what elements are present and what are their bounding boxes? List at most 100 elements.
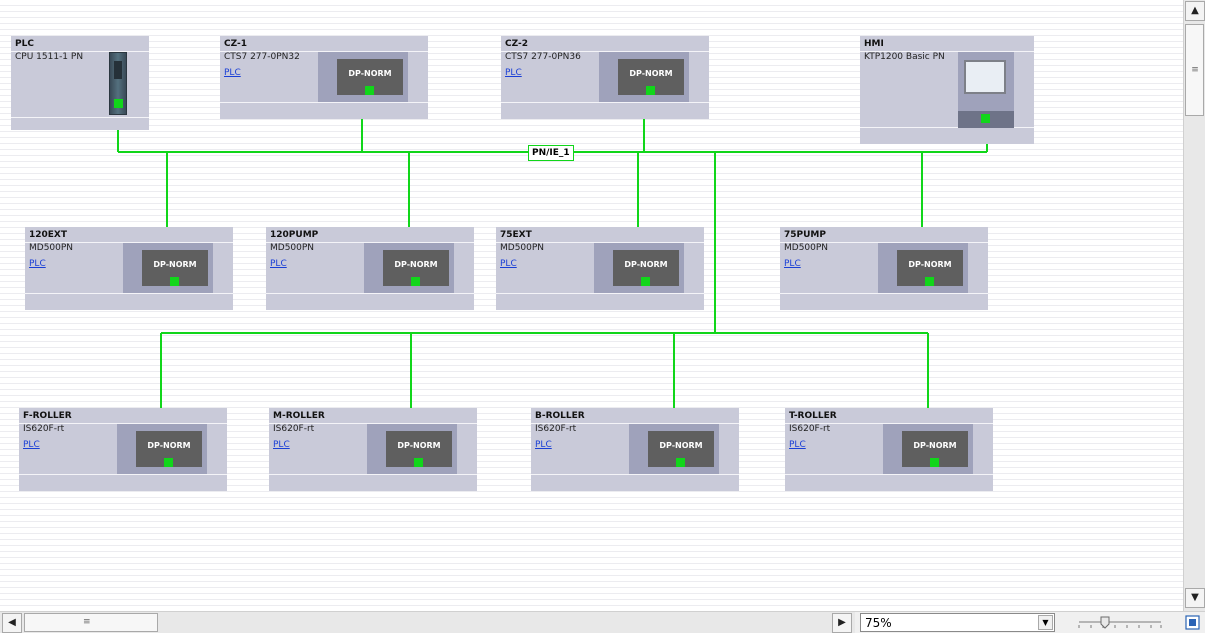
cpu-module-icon[interactable] xyxy=(109,52,127,115)
device-band xyxy=(501,51,709,52)
plc-link[interactable]: PLC xyxy=(29,259,46,269)
device-b-roller[interactable]: B-ROLLER IS620F-rt PLC DP-NORM xyxy=(531,408,739,491)
scroll-down-button[interactable]: ▼ xyxy=(1185,588,1205,608)
plc-link[interactable]: PLC xyxy=(535,440,552,450)
device-name: 75PUMP xyxy=(784,230,826,240)
device-name: PLC xyxy=(15,39,34,49)
device-cz-2[interactable]: CZ-2 CTS7 277-0PN36 PLC DP-NORM xyxy=(501,36,709,119)
interface-module[interactable]: DP-NORM xyxy=(594,243,684,293)
zoom-slider-thumb xyxy=(1100,616,1110,629)
zoom-slider[interactable] xyxy=(1077,615,1163,631)
device-type: CTS7 277-0PN36 xyxy=(505,52,581,62)
interface-module[interactable]: DP-NORM xyxy=(599,52,689,102)
zoom-select[interactable]: 75% ▼ xyxy=(860,613,1055,632)
scroll-right-button[interactable]: ▶ xyxy=(832,613,852,633)
device-name: B-ROLLER xyxy=(535,411,585,421)
device-type: MD500PN xyxy=(270,243,315,253)
device-type: MD500PN xyxy=(29,243,74,253)
device-band xyxy=(780,242,988,243)
device-75ext[interactable]: 75EXT MD500PN PLC DP-NORM xyxy=(496,227,704,310)
device-cz-1[interactable]: CZ-1 CTS7 277-0PN32 PLC DP-NORM xyxy=(220,36,428,119)
profinet-port-icon[interactable] xyxy=(170,277,179,286)
plc-link[interactable]: PLC xyxy=(224,68,241,78)
device-band xyxy=(266,242,474,243)
device-name: CZ-2 xyxy=(505,39,528,49)
grip-icon: ≡ xyxy=(83,617,91,627)
device-hmi[interactable]: HMI KTP1200 Basic PN xyxy=(860,36,1034,144)
horizontal-scroll-thumb[interactable]: ≡ xyxy=(24,613,158,632)
zoom-toolbar: 75% ▼ xyxy=(855,611,1205,633)
profinet-port-icon[interactable] xyxy=(414,458,423,467)
hmi-screen-icon xyxy=(964,60,1006,94)
plc-link[interactable]: PLC xyxy=(789,440,806,450)
scroll-up-button[interactable]: ▲ xyxy=(1185,1,1205,21)
device-band xyxy=(11,117,149,118)
device-band xyxy=(496,242,704,243)
profinet-port-icon[interactable] xyxy=(925,277,934,286)
device-type: KTP1200 Basic PN xyxy=(864,52,945,62)
profinet-port-icon[interactable] xyxy=(164,458,173,467)
vertical-scroll-thumb[interactable]: ≡ xyxy=(1185,24,1204,116)
plc-link[interactable]: PLC xyxy=(23,440,40,450)
interface-module[interactable]: DP-NORM xyxy=(367,424,457,474)
profinet-port-icon[interactable] xyxy=(641,277,650,286)
device-band xyxy=(501,102,709,103)
device-plc[interactable]: PLC CPU 1511-1 PN xyxy=(11,36,149,130)
interface-module[interactable]: DP-NORM xyxy=(117,424,207,474)
device-m-roller[interactable]: M-ROLLER IS620F-rt PLC DP-NORM xyxy=(269,408,477,491)
plc-link[interactable]: PLC xyxy=(505,68,522,78)
plc-link[interactable]: PLC xyxy=(270,259,287,269)
device-name: M-ROLLER xyxy=(273,411,325,421)
profinet-port-icon[interactable] xyxy=(646,86,655,95)
device-type: CTS7 277-0PN32 xyxy=(224,52,300,62)
device-band xyxy=(220,51,428,52)
plc-link[interactable]: PLC xyxy=(784,259,801,269)
device-t-roller[interactable]: T-ROLLER IS620F-rt PLC DP-NORM xyxy=(785,408,993,491)
device-75pump[interactable]: 75PUMP MD500PN PLC DP-NORM xyxy=(780,227,988,310)
device-type: IS620F-rt xyxy=(789,424,831,434)
horizontal-scrollbar[interactable]: ◀ ≡ ▶ xyxy=(0,611,855,633)
cpu-display-icon xyxy=(114,61,122,79)
profinet-port-icon[interactable] xyxy=(981,114,990,123)
interface-module[interactable]: DP-NORM xyxy=(883,424,973,474)
device-band xyxy=(780,293,988,294)
device-type: IS620F-rt xyxy=(273,424,315,434)
network-label[interactable]: PN/IE_1 xyxy=(528,145,574,161)
device-120ext[interactable]: 120EXT MD500PN PLC DP-NORM xyxy=(25,227,233,310)
interface-module[interactable]: DP-NORM xyxy=(878,243,968,293)
interface-module[interactable]: DP-NORM xyxy=(123,243,213,293)
profinet-port-icon[interactable] xyxy=(114,99,123,108)
profinet-port-icon[interactable] xyxy=(676,458,685,467)
device-band xyxy=(19,423,227,424)
device-type: IS620F-rt xyxy=(23,424,65,434)
device-band xyxy=(860,127,1034,128)
interface-module[interactable]: DP-NORM xyxy=(629,424,719,474)
profinet-port-icon[interactable] xyxy=(365,86,374,95)
device-band xyxy=(860,51,1034,52)
device-name: CZ-1 xyxy=(224,39,247,49)
device-band xyxy=(496,293,704,294)
device-band xyxy=(25,293,233,294)
device-band xyxy=(220,102,428,103)
vertical-scrollbar[interactable]: ▲ ≡ ▼ xyxy=(1183,0,1205,611)
profinet-port-icon[interactable] xyxy=(930,458,939,467)
scroll-left-button[interactable]: ◀ xyxy=(2,613,22,633)
device-name: T-ROLLER xyxy=(789,411,837,421)
device-120pump[interactable]: 120PUMP MD500PN PLC DP-NORM xyxy=(266,227,474,310)
network-view-canvas[interactable]: PLC CPU 1511-1 PN CZ-1 CTS7 277-0PN32 PL… xyxy=(0,0,1183,611)
plc-link[interactable]: PLC xyxy=(273,440,290,450)
chevron-down-icon[interactable]: ▼ xyxy=(1038,615,1053,630)
fit-to-page-icon[interactable] xyxy=(1185,615,1200,630)
device-type: CPU 1511-1 PN xyxy=(15,52,84,62)
grip-icon: ≡ xyxy=(1191,65,1199,75)
profinet-port-icon[interactable] xyxy=(411,277,420,286)
device-type: MD500PN xyxy=(784,243,829,253)
device-type: IS620F-rt xyxy=(535,424,577,434)
interface-module[interactable]: DP-NORM xyxy=(364,243,454,293)
device-band xyxy=(269,474,477,475)
plc-link[interactable]: PLC xyxy=(500,259,517,269)
hmi-panel-icon[interactable] xyxy=(958,52,1014,128)
device-f-roller[interactable]: F-ROLLER IS620F-rt PLC DP-NORM xyxy=(19,408,227,491)
interface-module[interactable]: DP-NORM xyxy=(318,52,408,102)
device-name: HMI xyxy=(864,39,884,49)
